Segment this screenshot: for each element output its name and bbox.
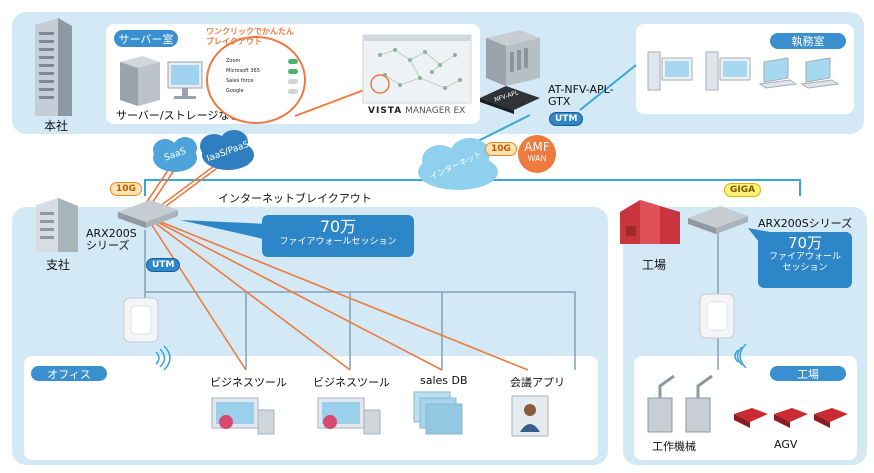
oneclick-text: ワンクリックでかんたん ブレイクアウト bbox=[206, 27, 294, 46]
hq-label: 本社 bbox=[44, 119, 69, 133]
breakout-label: インターネットブレイクアウト bbox=[218, 192, 372, 205]
factory-callout: 70万 ファイアウォール セッション bbox=[758, 232, 852, 288]
toggle-switch[interactable] bbox=[288, 78, 298, 84]
callout-text: ファイアウォールセッション bbox=[279, 237, 397, 247]
service-name: Zoom bbox=[226, 58, 241, 64]
machine-tool-label: 工作機械 bbox=[652, 440, 696, 453]
service-name: Google bbox=[226, 88, 244, 94]
branch-callout: 70万 ファイアウォールセッション bbox=[262, 215, 414, 257]
toggle-switch[interactable] bbox=[288, 58, 298, 64]
vista-manager-logo: VISTA MANAGER EX bbox=[368, 106, 465, 116]
service-row: Zoom bbox=[226, 56, 298, 66]
amf-wan-badge: AMF WAN bbox=[518, 135, 556, 173]
office-room-title: 執務室 bbox=[770, 33, 846, 49]
factory-area-title: 工場 bbox=[770, 366, 846, 381]
agv-label: AGV bbox=[774, 438, 798, 451]
service-list: Zoom Microsoft 365 Sales force Google bbox=[226, 56, 298, 96]
office-area-box bbox=[24, 356, 598, 460]
service-row: Google bbox=[226, 86, 298, 96]
service-name: Microsoft 365 bbox=[226, 68, 260, 74]
speed-badge-10g: 10G bbox=[485, 142, 517, 156]
server-caption: サーバー/ストレージなど bbox=[116, 109, 241, 122]
branch-router-label: ARX200S シリーズ bbox=[86, 227, 137, 252]
vista-text: VISTA bbox=[368, 106, 403, 116]
manager-text: MANAGER EX bbox=[402, 106, 466, 116]
appliance-label: AT-NFV-APL- GTX bbox=[548, 83, 614, 108]
wan-text: WAN bbox=[527, 154, 547, 163]
amf-text: AMF bbox=[524, 140, 550, 154]
service-row: Sales force bbox=[226, 76, 298, 86]
branch-label: 支社 bbox=[46, 258, 71, 272]
toggle-switch[interactable] bbox=[288, 68, 298, 74]
server-room-title: サーバー室 bbox=[114, 30, 178, 47]
callout-text: ファイアウォール セッション bbox=[768, 252, 841, 273]
callout-number: 70万 bbox=[787, 234, 823, 252]
speed-badge-giga: GIGA bbox=[724, 183, 762, 197]
app-label: sales DB bbox=[420, 374, 468, 387]
app-label: ビジネスツール bbox=[313, 376, 390, 389]
factory-router-label: ARX200Sシリーズ bbox=[758, 217, 853, 230]
speed-badge-10g: 10G bbox=[110, 182, 142, 196]
appliance-utm-badge: UTM bbox=[549, 112, 584, 126]
app-label: ビジネスツール bbox=[210, 376, 287, 389]
service-row: Microsoft 365 bbox=[226, 66, 298, 76]
factory-label: 工場 bbox=[642, 258, 667, 272]
callout-number: 70万 bbox=[319, 217, 357, 236]
toggle-switch[interactable] bbox=[288, 88, 298, 94]
office-area-title: オフィス bbox=[31, 366, 107, 381]
service-name: Sales force bbox=[226, 78, 254, 84]
app-label: 会議アプリ bbox=[510, 376, 565, 389]
branch-utm-badge: UTM bbox=[146, 258, 181, 272]
